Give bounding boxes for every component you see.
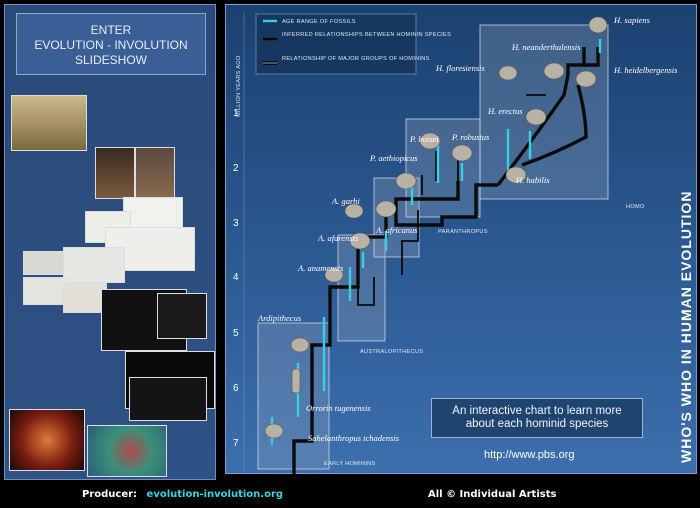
skull-boisei[interactable]	[419, 132, 441, 150]
thumbnail-primates-white[interactable]	[123, 197, 183, 231]
label-boisei[interactable]: P. boisei	[409, 134, 439, 144]
thumbnail-lizard[interactable]	[23, 277, 69, 305]
thumbnail-nebula[interactable]	[9, 409, 85, 471]
producer-link[interactable]: evolution-involution.org	[146, 489, 284, 500]
legend-entry-1: AGE RANGE OF FOSSILS	[282, 19, 356, 25]
tree-curve	[521, 84, 588, 167]
y-tick-2: 2	[233, 163, 239, 174]
bone-orrorin[interactable]	[291, 368, 301, 394]
thumbnail-worms[interactable]	[129, 377, 207, 421]
label-erectus[interactable]: H. erectus	[487, 106, 523, 116]
rights-notice: All © Individual Artists	[428, 489, 557, 500]
y-tick-4: 4	[233, 272, 239, 283]
group-label-paranthropus: PARANTHROPUS	[438, 229, 488, 235]
skull-anamensis[interactable]	[324, 267, 344, 283]
y-tick-3: 3	[233, 218, 239, 229]
skull-ardipithecus[interactable]	[290, 337, 310, 353]
tree-paranthropus	[394, 181, 460, 211]
tree-homo-top	[566, 47, 600, 75]
tree-early	[292, 401, 314, 475]
y-tick-5: 5	[233, 328, 239, 339]
y-axis-label: MILLION YEARS AGO	[236, 55, 242, 117]
skull-heidelbergensis[interactable]	[575, 70, 597, 88]
enter-slideshow-button[interactable]: ENTER EVOLUTION - INVOLUTION SLIDESHOW	[16, 13, 206, 75]
thumbnail-therapsid[interactable]	[63, 247, 125, 283]
label-aethiopicus[interactable]: P. aethiopicus	[369, 153, 418, 163]
tree-trunk-1	[310, 257, 360, 401]
thumbnail-hominid-walkers[interactable]	[135, 147, 175, 199]
group-label-early: EARLY HOMININS	[324, 461, 376, 467]
label-neanderthalensis[interactable]: H. neanderthalensis	[511, 42, 581, 52]
skull-neanderthalensis[interactable]	[543, 62, 565, 80]
label-afarensis[interactable]: A. afarensis	[317, 233, 359, 243]
skull-sahelanthropus[interactable]	[264, 423, 284, 439]
skull-sapiens[interactable]	[588, 16, 608, 34]
skull-garhi[interactable]	[344, 203, 364, 219]
thumbnail-cells[interactable]	[87, 425, 167, 477]
slideshow-panel: ENTER EVOLUTION - INVOLUTION SLIDESHOW	[4, 4, 216, 480]
skull-robustus[interactable]	[451, 144, 473, 162]
label-floresiensis[interactable]: H. floresiensis	[435, 63, 485, 73]
pbs-url[interactable]: http://www.pbs.org	[484, 449, 575, 461]
legend-box	[255, 13, 417, 75]
label-africanus[interactable]: A. africanus	[375, 225, 418, 235]
group-label-homo: HOMO	[626, 204, 645, 210]
skull-africanus[interactable]	[375, 200, 397, 218]
thumbnail-reptile-gray[interactable]	[23, 251, 65, 275]
skull-aethiopicus[interactable]	[395, 172, 417, 190]
thumbnail-hominid-pair[interactable]	[95, 147, 135, 199]
slideshow-subtitle-line: SLIDESHOW	[74, 53, 147, 67]
y-tick-6: 6	[233, 383, 239, 394]
interactive-line-2: about each hominid species	[465, 418, 609, 430]
tree-homo-link	[394, 183, 498, 227]
footer: Producer: evolution-involution.org All ©…	[0, 484, 700, 508]
label-orrorin[interactable]: Orrorin tugenensis	[306, 403, 371, 413]
label-habilis[interactable]: H. habilis	[515, 175, 550, 185]
y-tick-7: 7	[233, 438, 239, 449]
producer-credit: Producer: evolution-involution.org	[82, 489, 283, 500]
label-sahelanthropus[interactable]: Sahelanthropus tchadensis	[308, 433, 400, 443]
label-sapiens[interactable]: H. sapiens	[613, 15, 651, 25]
y-tick-1: 1	[233, 108, 239, 119]
thumbnail-savanna-scene[interactable]	[11, 95, 87, 151]
label-ardipithecus[interactable]: Ardipithecus	[257, 313, 302, 323]
skull-afarensis[interactable]	[349, 232, 371, 250]
label-heidelbergensis[interactable]: H. heidelbergensis	[613, 65, 678, 75]
hominid-chart[interactable]: AGE RANGE OF FOSSILS INFERRED RELATIONSH…	[225, 4, 697, 475]
group-label-australopithecus: AUSTRALOPITHECUS	[360, 349, 423, 355]
label-anamensis[interactable]: A. anamensis	[297, 263, 344, 273]
interactive-chart-link[interactable]: An interactive chart to learn more about…	[431, 398, 643, 438]
interactive-line-1: An interactive chart to learn more	[452, 405, 622, 417]
skull-floresiensis[interactable]	[498, 65, 518, 81]
thumbnail-fossil-skull[interactable]	[157, 293, 207, 339]
producer-label: Producer:	[82, 489, 138, 500]
enter-label: ENTER	[90, 23, 132, 37]
skull-habilis[interactable]	[505, 166, 527, 184]
tree-afarensis-branch	[357, 277, 375, 306]
legend-entry-3: RELATIONSHIP OF MAJOR GROUPS OF HOMININS	[282, 56, 430, 62]
chart-title: WHO'S WHO IN HUMAN EVOLUTION	[678, 191, 694, 463]
slideshow-title-line: EVOLUTION - INVOLUTION	[34, 38, 188, 52]
skull-erectus[interactable]	[525, 108, 547, 126]
legend-entry-2: INFERRED RELATIONSHIPS BETWEEN HOMININ S…	[282, 32, 451, 38]
label-robustus[interactable]: P. robustus	[451, 132, 490, 142]
label-garhi[interactable]: A. garhi	[331, 196, 360, 206]
